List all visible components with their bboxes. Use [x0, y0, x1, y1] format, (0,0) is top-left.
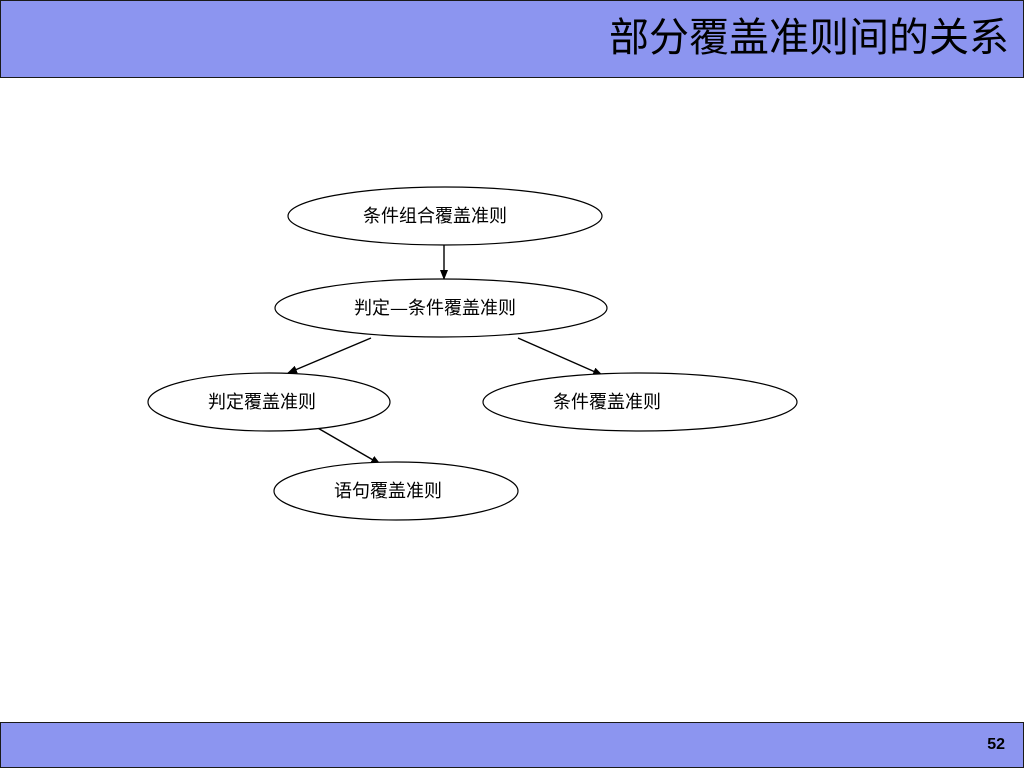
node-statement-coverage: 语句覆盖准则 — [273, 461, 519, 521]
title-bar: 部分覆盖准则间的关系 — [0, 0, 1024, 78]
node-label: 条件覆盖准则 — [553, 392, 661, 413]
slide-title: 部分覆盖准则间的关系 — [609, 15, 1009, 61]
node-label: 判定—条件覆盖准则 — [354, 298, 516, 319]
node-decision-condition-coverage: 判定—条件覆盖准则 — [274, 278, 608, 338]
edge-n2-n4 — [517, 337, 603, 376]
edge-n2-n3 — [287, 337, 372, 374]
node-condition-coverage: 条件覆盖准则 — [482, 372, 798, 432]
node-label: 判定覆盖准则 — [208, 392, 316, 413]
edge-n3-n5 — [315, 426, 381, 465]
node-decision-coverage: 判定覆盖准则 — [147, 372, 391, 432]
page-number: 52 — [987, 736, 1005, 753]
node-condition-combination-coverage: 条件组合覆盖准则 — [287, 186, 603, 246]
node-label: 条件组合覆盖准则 — [363, 206, 507, 227]
footer-bar: 52 — [0, 722, 1024, 768]
node-label: 语句覆盖准则 — [334, 481, 442, 502]
